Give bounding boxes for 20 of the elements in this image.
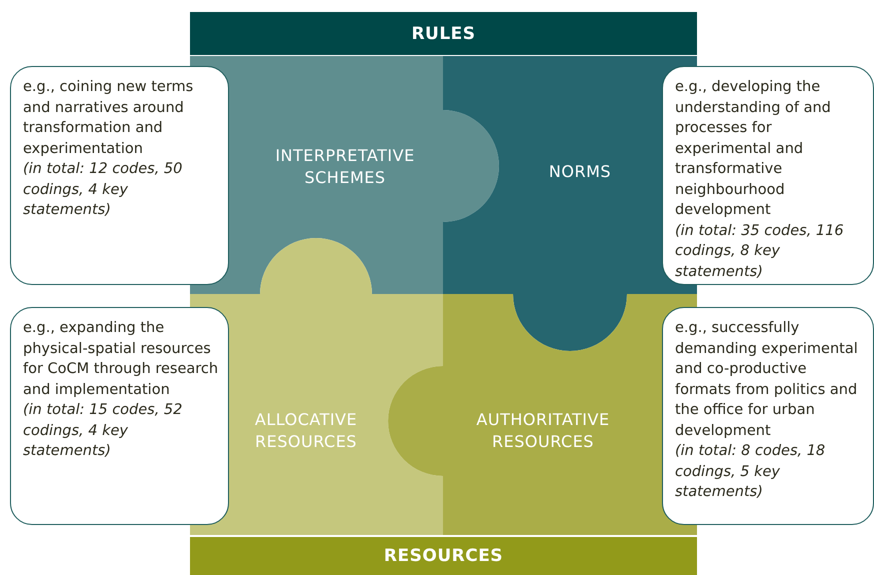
bar-label: RESOURCES — [384, 546, 504, 566]
example-text: e.g., developing the understanding of and processes for experimental and transformative neighbourhood development — [675, 78, 832, 220]
example-text: e.g., coining new terms and narratives around transformation and experimentation — [23, 78, 194, 158]
code-count-text: (in total: 12 codes, 50 codings, 4 key statements) — [23, 160, 184, 220]
callout-box — [662, 66, 874, 285]
piece-label: NORMS — [548, 161, 612, 183]
piece-label: INTERPRETATIVE SCHEMES — [274, 145, 416, 189]
header-bar — [190, 537, 697, 575]
piece-label: AUTHORITATIVE RESOURCES — [475, 409, 611, 453]
callout-box — [10, 66, 229, 285]
code-count-text: (in total: 8 codes, 18 codings, 5 key statements) — [675, 442, 826, 502]
callout-box — [10, 307, 229, 525]
example-text: e.g., expanding the physical-spatial resources for CoCM through research and implementation — [23, 319, 220, 400]
example-text: e.g., successfully demanding experimental and co-productive formats from politics and the office for urban development — [675, 319, 859, 440]
code-count-text: (in total: 15 codes, 52 codings, 4 key statements) — [23, 401, 184, 461]
header-bar — [190, 12, 697, 55]
code-count-text: (in total: 35 codes, 116 codings, 8 key statements) — [675, 222, 845, 282]
callout-box — [662, 307, 874, 525]
bar-label: RULES — [411, 24, 476, 44]
piece-label: ALLOCATIVE RESOURCES — [254, 409, 358, 453]
